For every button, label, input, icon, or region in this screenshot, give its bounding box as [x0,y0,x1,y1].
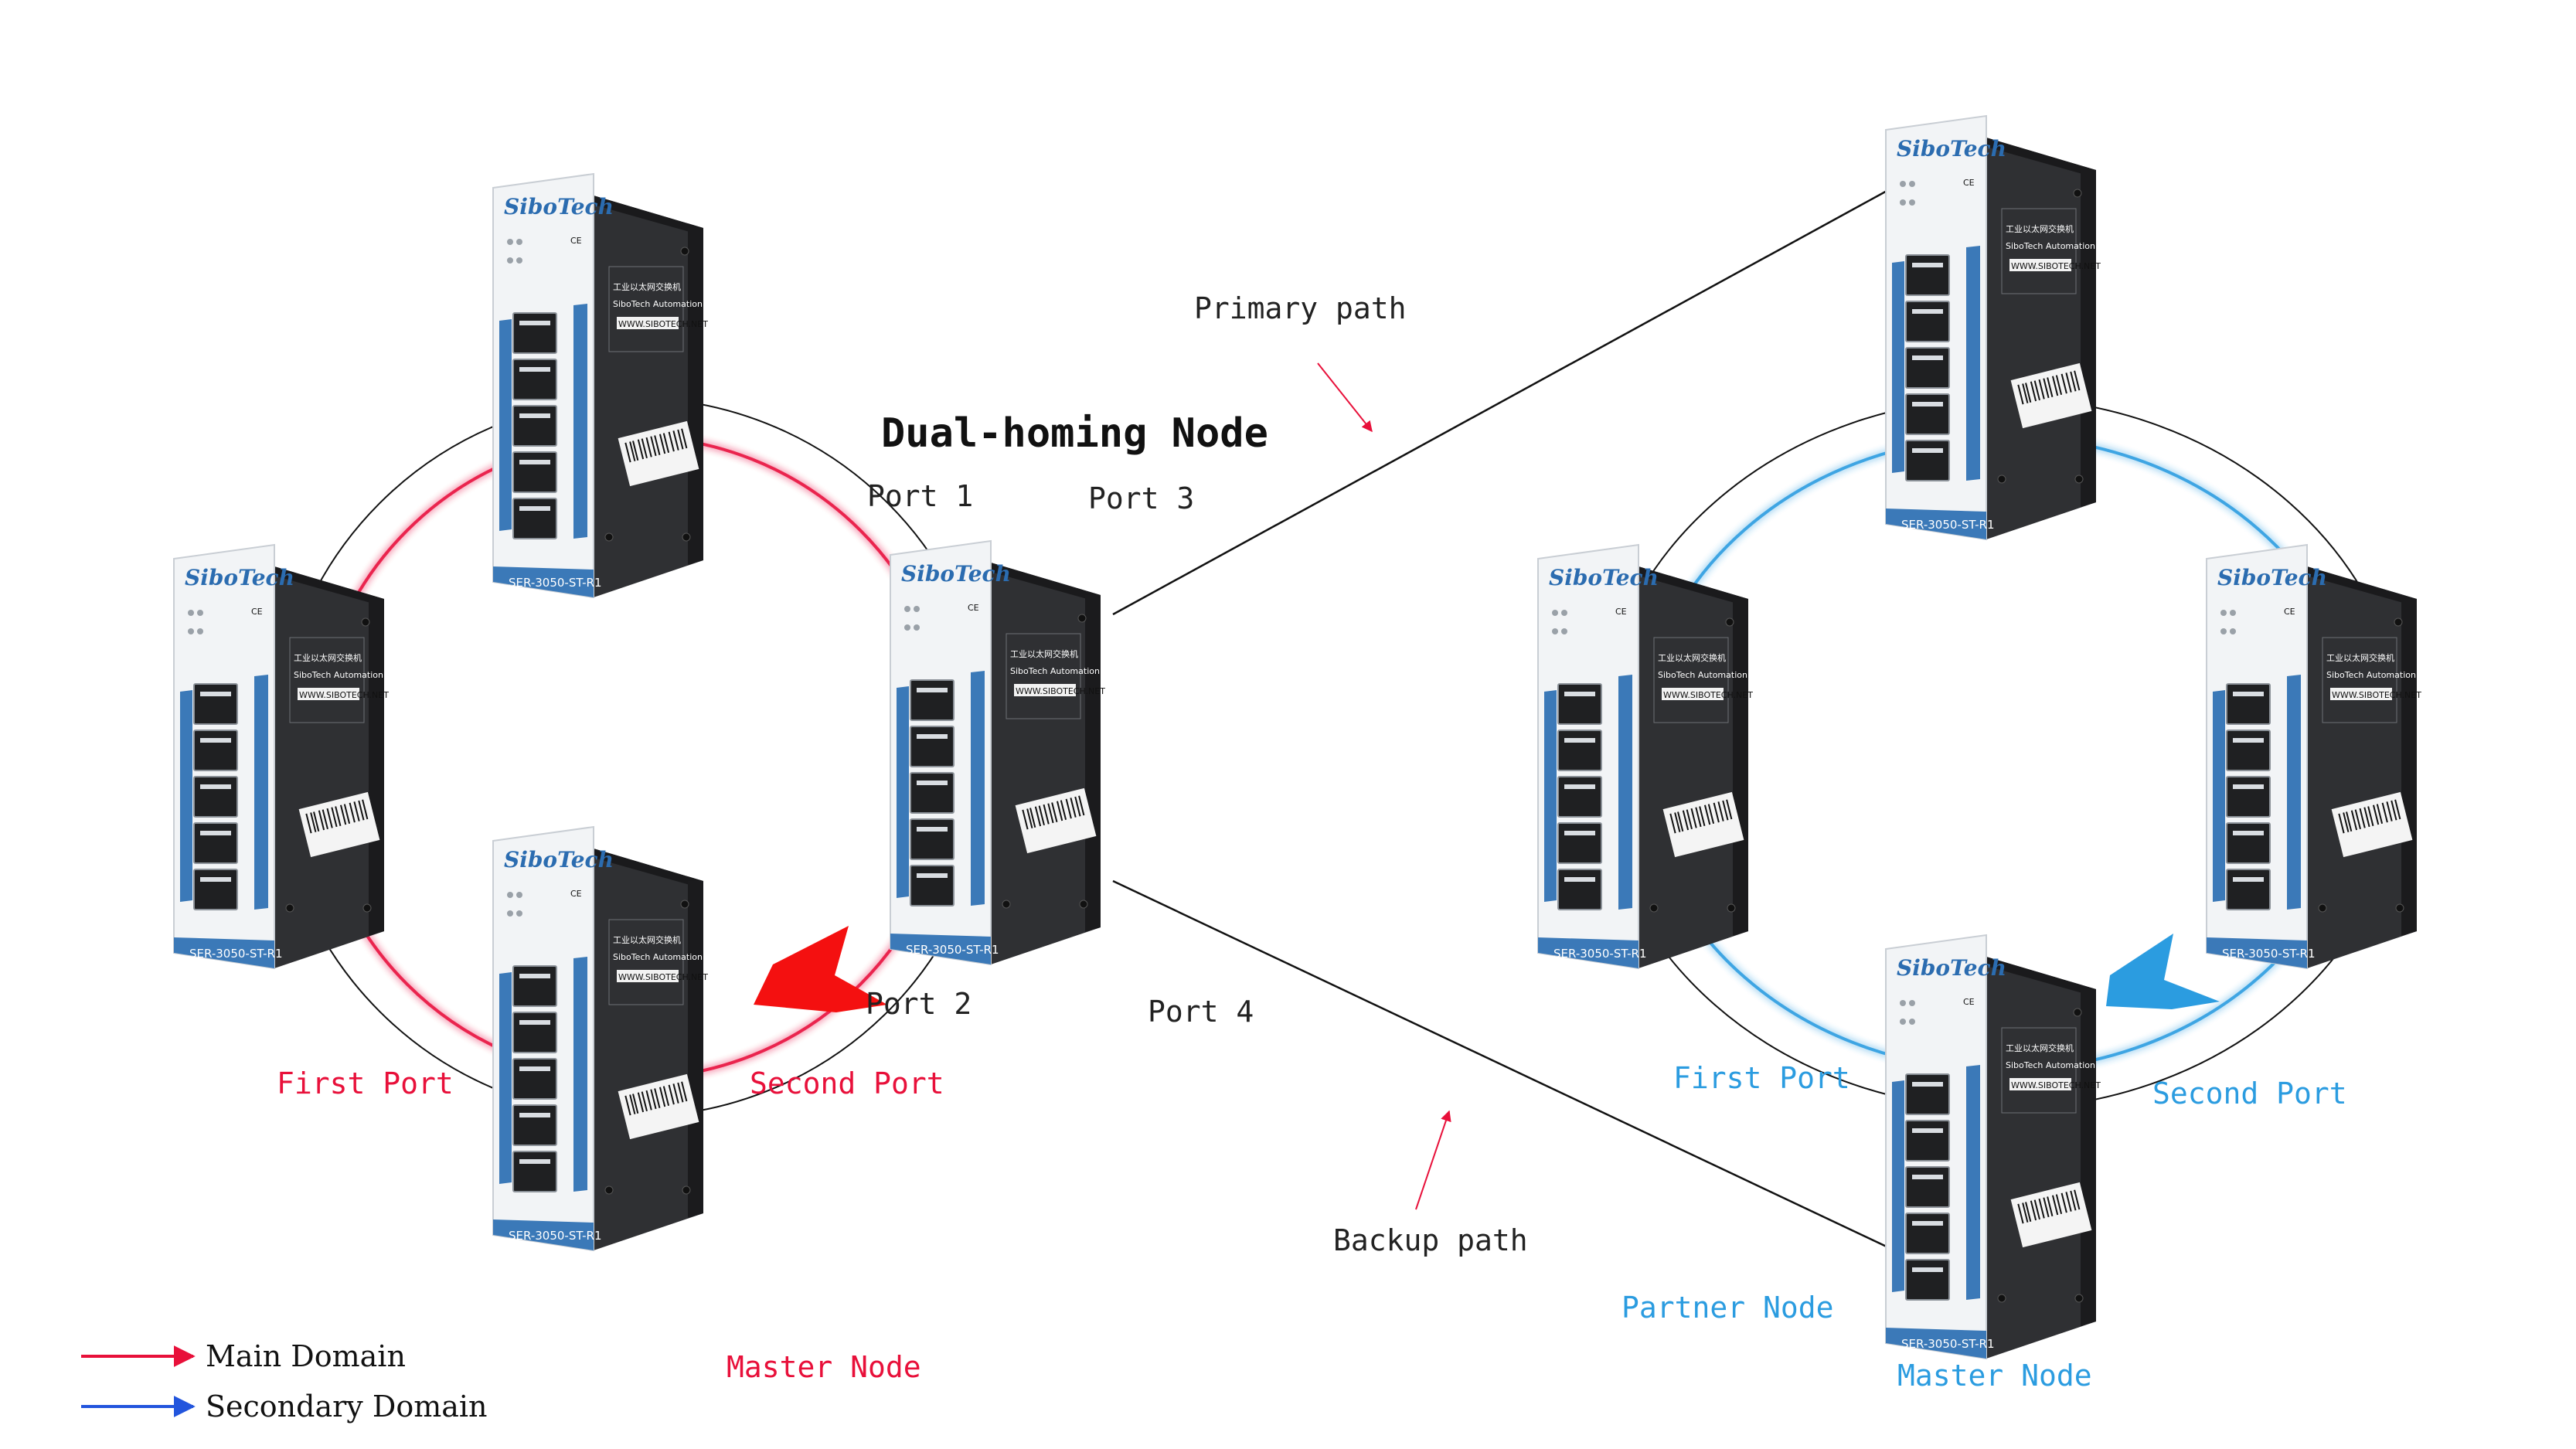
svg-text:SiboTech Automation: SiboTech Automation [2006,241,2095,251]
svg-text:SER-3050-ST-R1: SER-3050-ST-R1 [2222,947,2316,961]
svg-text:工业以太网交换机: 工业以太网交换机 [1010,648,1078,659]
svg-text:工业以太网交换机: 工业以太网交换机 [2006,223,2074,234]
svg-text:WWW.SIBOTECH.NET: WWW.SIBOTECH.NET [299,690,389,700]
left-second-port-label: Second Port [750,1066,944,1100]
svg-text:SER-3050-ST-R1: SER-3050-ST-R1 [189,947,283,961]
secondary-domain-direction-arrow [2106,934,2220,1009]
svg-text:SiboTech: SiboTech [504,847,614,872]
svg-text:SiboTech Automation: SiboTech Automation [1658,670,1747,680]
svg-text:WWW.SIBOTECH.NET: WWW.SIBOTECH.NET [618,972,708,982]
svg-text:SiboTech Automation: SiboTech Automation [2326,670,2416,680]
svg-text:SiboTech Automation: SiboTech Automation [2006,1060,2095,1070]
svg-text:SiboTech: SiboTech [1549,565,1659,590]
switch-right-east: SiboTech 工业以太网交换机 SiboTech Automation WW… [2206,544,2421,969]
switch-right-master-node: SiboTech 工业以太网交换机 SiboTech Automation WW… [1885,934,2101,1359]
switch-left-bottom: SiboTech 工业以太网交换机 SiboTech Automation WW… [492,826,708,1251]
right-first-port-label: First Port [1673,1061,1850,1095]
svg-text:工业以太网交换机: 工业以太网交换机 [294,652,362,663]
svg-text:SiboTech: SiboTech [901,561,1011,587]
svg-text:SiboTech: SiboTech [1897,136,2006,162]
switch-right-partner-node: SiboTech 工业以太网交换机 SiboTech Automation WW… [1537,544,1753,969]
port-4-label: Port 4 [1148,995,1254,1029]
legend: Main Domain Secondary Domain [81,1339,488,1423]
svg-text:CE: CE [251,607,263,617]
right-second-port-label: Second Port [2152,1077,2347,1111]
right-master-node-label: Master Node [1897,1359,2092,1393]
left-master-node-label: Master Node [727,1350,921,1384]
backup-path-label: Backup path [1333,1223,1528,1257]
svg-text:SiboTech Automation: SiboTech Automation [294,670,383,680]
backup-path-pointer [1415,1110,1451,1210]
main-domain-direction-arrow [754,926,887,1012]
svg-text:SER-3050-ST-R1: SER-3050-ST-R1 [509,576,602,590]
primary-path-label: Primary path [1194,291,1407,325]
switch-brand: SiboTech [504,194,614,219]
primary-path-line [1112,188,1890,616]
switch-left-west: SiboTech 工业以太网交换机 SiboTech Automation WW… [173,544,389,969]
svg-text:CE: CE [968,603,979,613]
svg-text:工业以太网交换机: 工业以太网交换机 [2006,1043,2074,1053]
svg-text:CE: CE [1963,178,1975,188]
left-first-port-label: First Port [277,1066,454,1100]
svg-text:SiboTech Automation: SiboTech Automation [613,299,703,309]
svg-text:CE: CE [570,889,582,899]
port-1-label: Port 1 [867,479,973,513]
svg-text:SER-3050-ST-R1: SER-3050-ST-R1 [906,943,999,957]
switch-left-top: SiboTech 工业以太网交换机 SiboTech Automation WW… [492,173,708,598]
svg-text:WWW.SIBOTECH.NET: WWW.SIBOTECH.NET [618,319,708,329]
svg-text:SER-3050-ST-R1: SER-3050-ST-R1 [1553,947,1647,961]
svg-text:WWW.SIBOTECH.NET: WWW.SIBOTECH.NET [2011,261,2101,271]
svg-text:SER-3050-ST-R1: SER-3050-ST-R1 [1901,1337,1995,1351]
svg-text:SiboTech Automation: SiboTech Automation [1010,666,1100,676]
svg-text:工业以太网交换机: 工业以太网交换机 [2326,652,2394,663]
svg-text:WWW.SIBOTECH.NET: WWW.SIBOTECH.NET [2011,1080,2101,1090]
svg-text:SiboTech: SiboTech [2217,565,2327,590]
svg-text:SiboTech: SiboTech [1897,955,2006,981]
switch-right-top: SiboTech 工业以太网交换机 SiboTech Automation WW… [1885,115,2101,540]
primary-path-pointer [1317,362,1373,433]
svg-text:工业以太网交换机: 工业以太网交换机 [1658,652,1726,663]
svg-text:CE: CE [2284,607,2295,617]
svg-text:SiboTech: SiboTech [185,565,294,590]
svg-text:WWW.SIBOTECH.NET: WWW.SIBOTECH.NET [2332,690,2421,700]
svg-text:SiboTech Automation: SiboTech Automation [613,952,703,962]
port-3-label: Port 3 [1088,481,1194,515]
svg-text:WWW.SIBOTECH.NET: WWW.SIBOTECH.NET [1016,686,1105,696]
diagram-title: Dual-homing Node [881,410,1268,457]
legend-secondary-domain-label: Secondary Domain [206,1389,488,1423]
svg-text:工业以太网交换机: 工业以太网交换机 [613,934,681,945]
svg-text:工业以太网交换机: 工业以太网交换机 [613,281,681,292]
right-partner-node-label: Partner Node [1621,1291,1834,1325]
svg-text:WWW.SIBOTECH.NET: WWW.SIBOTECH.NET [1663,690,1753,700]
svg-text:CE: CE [1963,997,1975,1007]
switch-dual-homing-node: SiboTech 工业以太网交换机 SiboTech Automation WW… [890,540,1105,965]
svg-text:SER-3050-ST-R1: SER-3050-ST-R1 [1901,518,1995,532]
port-2-label: Port 2 [866,987,972,1021]
svg-text:CE: CE [1615,607,1627,617]
backup-path-line [1112,879,1890,1250]
svg-text:SER-3050-ST-R1: SER-3050-ST-R1 [509,1229,602,1243]
legend-main-domain-label: Main Domain [206,1339,406,1373]
svg-text:CE: CE [570,236,582,246]
